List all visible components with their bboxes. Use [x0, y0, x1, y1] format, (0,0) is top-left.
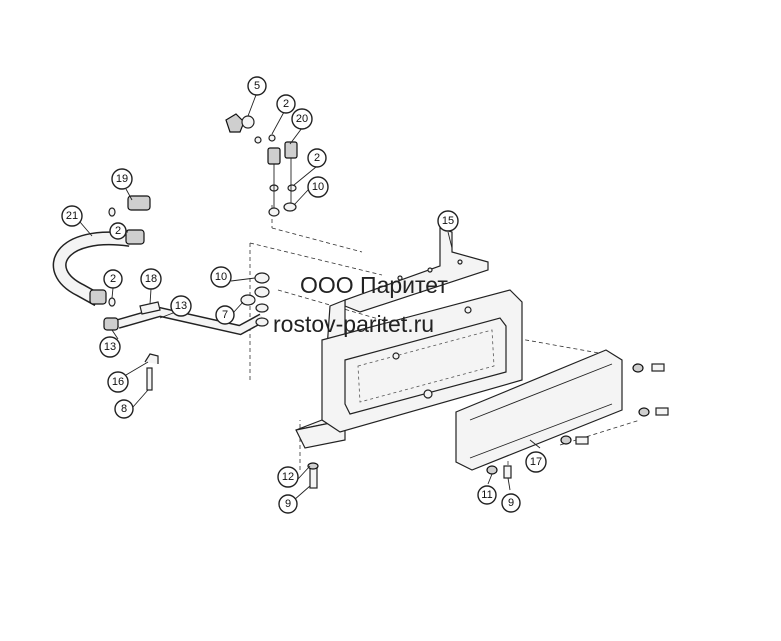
- callout-21: 21: [61, 205, 83, 227]
- callout-10-top: 10: [307, 176, 329, 198]
- top-fittings: [225, 113, 298, 217]
- svg-text:13: 13: [175, 300, 187, 312]
- pipe-assembly: [103, 301, 265, 391]
- callout-2-hose: 2: [109, 222, 127, 240]
- svg-text:8: 8: [121, 403, 127, 415]
- svg-text:2: 2: [283, 98, 289, 110]
- svg-text:16: 16: [112, 376, 124, 388]
- callout-15: 15: [437, 210, 459, 232]
- callout-7: 7: [215, 305, 235, 325]
- callout-18: 18: [140, 268, 162, 290]
- callout-8: 8: [114, 399, 134, 419]
- callout-13-pipe: 13: [170, 295, 192, 317]
- svg-text:18: 18: [145, 273, 157, 285]
- svg-text:21: 21: [66, 210, 78, 222]
- callout-2-lower: 2: [103, 269, 123, 289]
- svg-text:5: 5: [254, 80, 260, 92]
- svg-text:9: 9: [285, 498, 291, 510]
- leader-lines: [79, 94, 541, 501]
- svg-text:2: 2: [115, 225, 121, 237]
- cover-fasteners: [307, 363, 669, 489]
- callout-10-left: 10: [210, 266, 232, 288]
- washers-left: [240, 272, 270, 327]
- callout-20: 20: [291, 108, 313, 130]
- svg-text:13: 13: [104, 341, 116, 353]
- svg-text:15: 15: [442, 215, 454, 227]
- callout-5: 5: [247, 76, 267, 96]
- callout-9-right: 9: [501, 493, 521, 513]
- svg-text:17: 17: [530, 456, 542, 468]
- callout-12: 12: [277, 466, 299, 488]
- callout-11: 11: [477, 485, 497, 505]
- svg-text:19: 19: [116, 173, 128, 185]
- watermark-company: ООО Паритет: [300, 272, 448, 298]
- callout-13-fitting: 13: [99, 336, 121, 358]
- svg-text:20: 20: [296, 113, 308, 125]
- callout-2-right: 2: [307, 148, 327, 168]
- svg-text:10: 10: [312, 181, 324, 193]
- svg-text:10: 10: [215, 271, 227, 283]
- svg-text:2: 2: [314, 152, 320, 164]
- svg-text:9: 9: [508, 497, 514, 509]
- svg-text:11: 11: [481, 489, 492, 501]
- svg-text:12: 12: [282, 471, 294, 483]
- svg-text:7: 7: [222, 309, 228, 321]
- watermark-website: rostov-paritet.ru: [273, 311, 435, 337]
- hose-assembly: [52, 195, 151, 307]
- callout-2-top: 2: [276, 94, 296, 114]
- cover-plate: [455, 349, 623, 471]
- callout-19: 19: [111, 168, 133, 190]
- frame-plate: [321, 289, 523, 433]
- callout-9-left: 9: [278, 494, 298, 514]
- callout-16: 16: [107, 371, 129, 393]
- callout-17: 17: [525, 451, 547, 473]
- svg-text:2: 2: [110, 273, 116, 285]
